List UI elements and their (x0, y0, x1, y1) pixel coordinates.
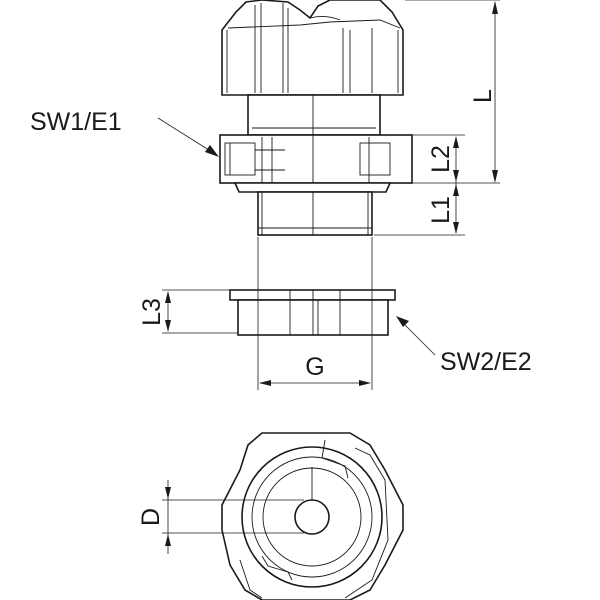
label-D: D (137, 508, 165, 526)
gland-side-view (219, 0, 413, 236)
dome-cap (221, 0, 404, 96)
label-sw2-e2: SW2/E2 (440, 348, 532, 376)
dimension-lines: L L2 L1 (374, 0, 500, 236)
neck (247, 94, 381, 136)
label-G: G (305, 353, 324, 381)
thread (257, 191, 373, 236)
label-L3: L3 (138, 298, 166, 326)
dimension-L3-G: L3 G (138, 237, 373, 390)
dimension-D: D (137, 480, 304, 554)
flange (233, 182, 392, 193)
lock-nut-side-view (229, 289, 396, 336)
body-nut (219, 134, 413, 184)
label-sw1-e1: SW1/E1 (30, 108, 122, 136)
label-L2: L2 (427, 145, 455, 173)
label-L1: L1 (427, 196, 455, 224)
label-L: L (469, 89, 497, 103)
gland-top-view (221, 432, 404, 600)
